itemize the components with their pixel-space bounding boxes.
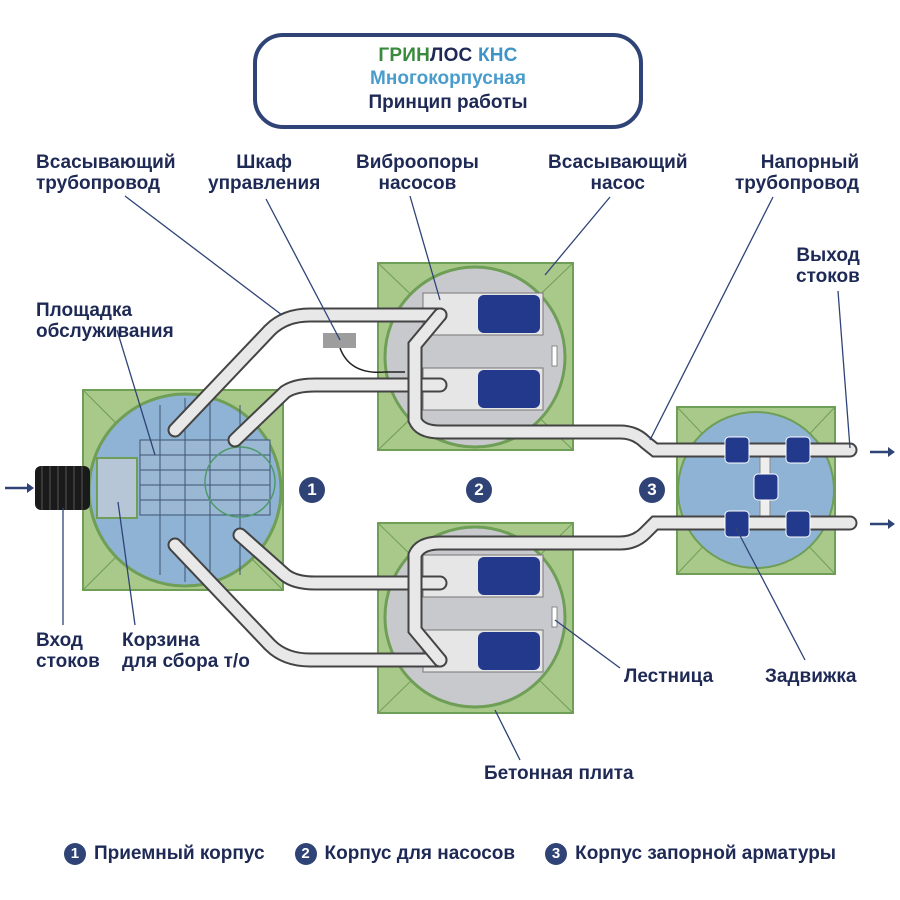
leader-lines [62,195,851,761]
outlet-arrows [870,447,895,529]
legend-label: Приемный корпус [93,843,265,864]
stage-marker-2: 2 [466,477,492,503]
gate-valve [785,436,811,464]
gate-valve [724,510,750,538]
title-box: ГРИНЛОС КНС Многокорпусная Принцип работ… [253,33,643,129]
legend-number: 1 [63,843,86,865]
gate-valves [724,436,811,538]
stage-marker-1: 1 [299,477,325,503]
brand-part-green: ГРИН [378,45,431,66]
legend-item: 1 Приемный корпус [63,843,265,865]
subtitle: Многокорпусная [370,68,526,89]
label-outlet: Выход стоков [796,245,860,287]
label-ladder: Лестница [624,666,714,687]
brand-part-blue: КНС [472,45,518,66]
legend-number: 2 [294,843,317,865]
legend-number: 3 [545,843,568,865]
brand-part-dark: ЛОС [430,45,473,66]
brand-title: ГРИНЛОС КНС [257,45,639,67]
pump-motor [478,632,540,670]
inlet-corrugated-pipe [35,466,90,510]
stage-marker-3: 3 [639,477,665,503]
label-service-platform: Площадка обслуживания [36,300,174,342]
gate-valve [753,473,779,501]
caption: Принцип работы [368,92,528,113]
legend-label: Корпус для насосов [324,843,516,864]
manhole-ring [204,446,276,518]
inlet-arrow [5,483,34,493]
label-valve: Задвижка [765,666,857,687]
gate-valve [724,436,750,464]
pump-tank-upper [377,262,574,451]
label-vibration-mounts: Виброопоры насосов [356,152,479,194]
legend-item: 3 Корпус запорной арматуры [545,843,836,865]
legend-item: 2 Корпус для насосов [294,843,516,865]
gate-valve [785,510,811,538]
label-suction-pump: Всасывающий насос [548,152,688,194]
ladder [551,345,558,367]
label-suction-pipeline: Всасывающий трубопровод [36,152,176,194]
label-pressure-pipeline: Напорный трубопровод [735,152,860,194]
pump-motor [478,295,540,333]
legend: 1 Приемный корпус 2 Корпус для насосов 3… [0,843,900,865]
label-control-cabinet: Шкаф управления [208,152,321,194]
ladder [551,606,558,628]
pump-motor [478,557,540,595]
pump-motor [478,370,540,408]
label-inlet: Вход стоков [36,630,100,672]
control-cable [339,347,405,374]
pipes [167,307,858,668]
legend-label: Корпус запорной арматуры [575,843,837,864]
debris-basket [96,457,138,519]
control-cabinet [323,333,356,348]
pump-tank-lower [377,522,574,714]
label-concrete-slab: Бетонная плита [484,763,634,784]
label-basket: Корзина для сбора т/о [122,630,250,672]
